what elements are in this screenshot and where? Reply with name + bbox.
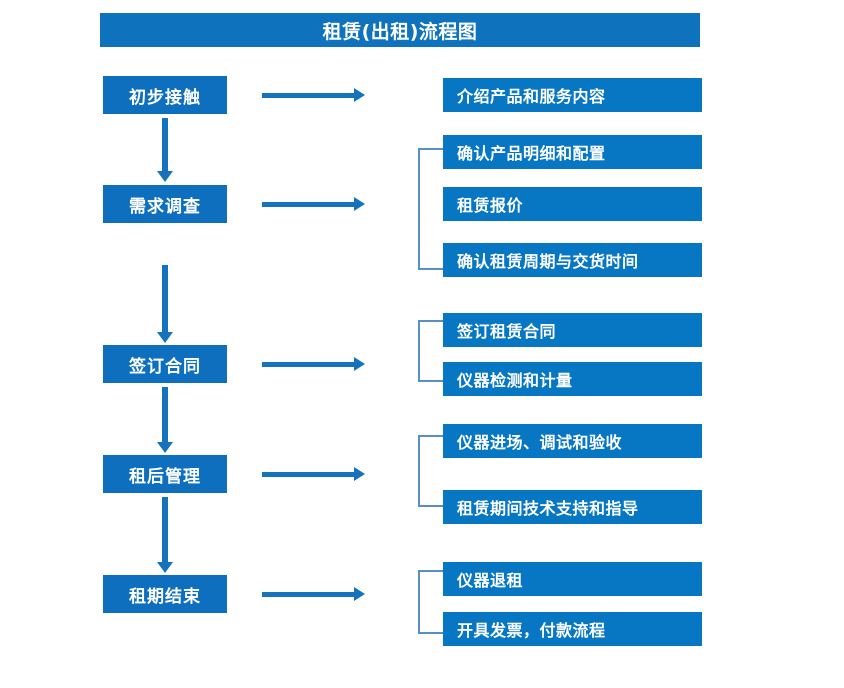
detail-box-10[interactable]: 开具发票，付款流程 xyxy=(443,612,702,646)
stage-box-1[interactable]: 初步接触 xyxy=(103,76,227,114)
horizontal-arrow-3 xyxy=(262,354,365,374)
detail-box-7[interactable]: 仪器进场、调试和验收 xyxy=(443,424,702,458)
bracket-connector-group-3 xyxy=(418,320,443,382)
bracket-connector-group-2 xyxy=(418,148,443,270)
bracket-connector-group-4 xyxy=(418,435,443,507)
detail-box-6[interactable]: 仪器检测和计量 xyxy=(443,362,702,396)
stage-box-5[interactable]: 租期结束 xyxy=(103,575,227,613)
detail-box-4[interactable]: 确认租赁周期与交货时间 xyxy=(443,243,702,277)
stage-box-4[interactable]: 租后管理 xyxy=(103,455,227,493)
vertical-arrow-2 xyxy=(155,265,175,343)
vertical-arrow-1 xyxy=(155,118,175,182)
stage-box-2[interactable]: 需求调查 xyxy=(103,185,227,223)
page-title: 租赁(出租)流程图 xyxy=(100,13,700,47)
vertical-arrow-3 xyxy=(155,387,175,453)
stage-box-3[interactable]: 签订合同 xyxy=(103,345,227,383)
horizontal-arrow-1 xyxy=(262,85,365,105)
detail-box-1[interactable]: 介绍产品和服务内容 xyxy=(443,78,702,112)
bracket-connector-group-5 xyxy=(418,570,443,634)
vertical-arrow-4 xyxy=(155,497,175,573)
horizontal-arrow-5 xyxy=(262,584,365,604)
detail-box-2[interactable]: 确认产品明细和配置 xyxy=(443,135,702,169)
detail-box-3[interactable]: 租赁报价 xyxy=(443,187,702,221)
horizontal-arrow-2 xyxy=(262,194,365,214)
detail-box-8[interactable]: 租赁期间技术支持和指导 xyxy=(443,490,702,524)
horizontal-arrow-4 xyxy=(262,464,365,484)
detail-box-5[interactable]: 签订租赁合同 xyxy=(443,313,702,347)
detail-box-9[interactable]: 仪器退租 xyxy=(443,562,702,596)
